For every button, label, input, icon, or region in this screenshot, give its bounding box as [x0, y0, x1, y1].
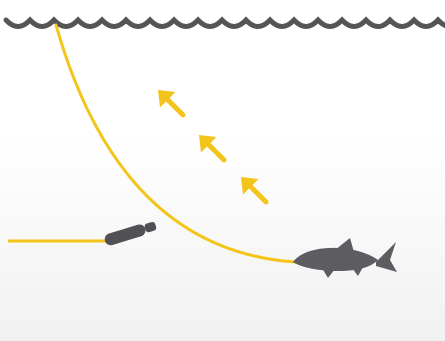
- diagram-canvas: [0, 0, 445, 341]
- water-background: [0, 0, 445, 341]
- fishing-diagram: [0, 0, 445, 341]
